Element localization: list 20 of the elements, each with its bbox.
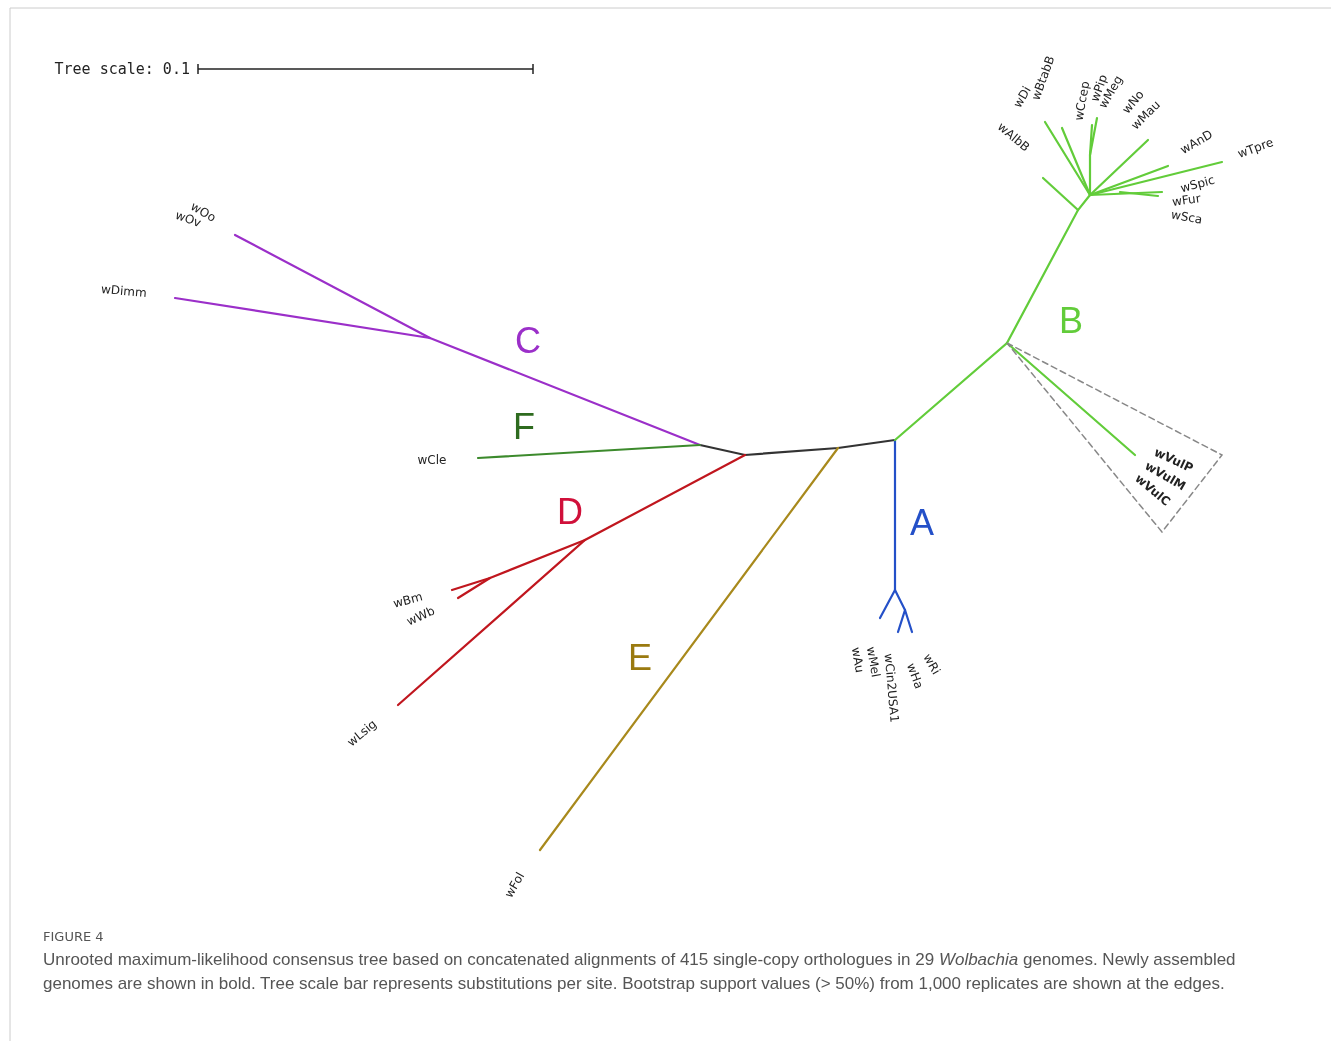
- clade-letter: A: [910, 505, 934, 541]
- taxon-label: wCle: [417, 454, 447, 466]
- taxon-label: wTpre: [1235, 136, 1275, 160]
- taxon-label: wSpic: [1178, 173, 1216, 195]
- figure-number: FIGURE 4: [43, 929, 104, 944]
- taxon-label: wCcep: [1072, 80, 1092, 122]
- clade-letter: C: [515, 323, 541, 359]
- clade-letter: E: [628, 640, 652, 676]
- taxon-label: wMel: [864, 645, 882, 679]
- taxon-label: wDimm: [100, 283, 148, 299]
- taxon-label: wCin2USA1: [882, 653, 901, 723]
- taxon-label: wSca: [1169, 208, 1203, 226]
- scale-label: Tree scale: 0.1: [54, 61, 190, 77]
- figure-caption: Unrooted maximum-likelihood consensus tree based on concatenated alignments of 415 single-copy orthologues in 29 Wolbachia genomes. Newly assembled genomes are shown in bold. Tree scale bar represents substitutions per site. Bootstrap support values (> 50%) from 1,000 replicates are shown at the edges.: [43, 949, 1237, 995]
- clade-letter: F: [513, 409, 535, 445]
- taxon-label: wFur: [1170, 192, 1201, 208]
- taxon-label: wAu: [849, 646, 866, 674]
- clade-letter: D: [557, 494, 583, 530]
- taxon-label: wHa: [905, 661, 926, 691]
- clade-letter: B: [1059, 303, 1083, 339]
